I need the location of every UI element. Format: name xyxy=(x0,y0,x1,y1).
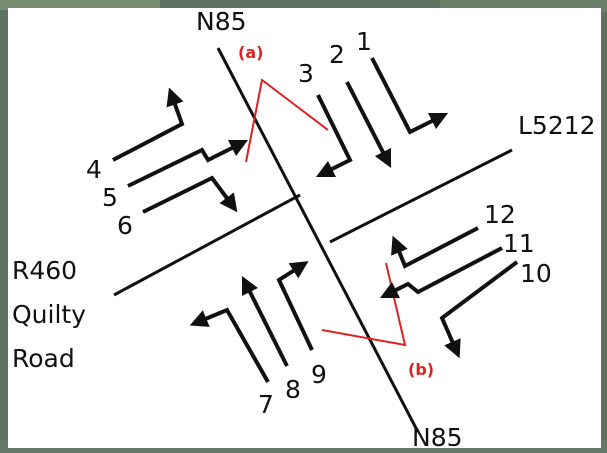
movement-9-arrow xyxy=(276,261,314,351)
movement-8-arrow xyxy=(241,275,289,367)
movement-2-label: 2 xyxy=(329,40,345,69)
movement-9-label: 9 xyxy=(311,360,327,389)
movement-7-arrow xyxy=(189,307,270,383)
road-label-west-line3: Road xyxy=(12,344,75,373)
movement-2-arrow xyxy=(345,81,392,169)
movement-4-arrow xyxy=(112,87,185,162)
movement-1-label: 1 xyxy=(356,27,372,56)
n85-road-line xyxy=(216,47,420,433)
movement-10-arrow xyxy=(439,260,519,359)
movement-6-label: 6 xyxy=(117,211,133,240)
marker-a-lines xyxy=(245,78,329,163)
movement-5-label: 5 xyxy=(102,183,118,212)
movement-3-arrow xyxy=(315,94,353,178)
r460-road-line xyxy=(113,193,301,297)
movement-12-label: 12 xyxy=(484,200,516,229)
movement-7-label: 7 xyxy=(258,390,274,419)
movement-12-arrow xyxy=(391,226,479,269)
movement-5-arrow xyxy=(127,139,249,188)
movement-4-label: 4 xyxy=(86,155,102,184)
movement-1-arrow xyxy=(370,57,449,135)
diagram-panel xyxy=(8,8,601,448)
movement-10-label: 10 xyxy=(520,259,552,288)
movement-11-label: 11 xyxy=(503,229,535,258)
movement-11-arrow xyxy=(379,246,503,299)
road-label-south: N85 xyxy=(412,423,463,452)
road-label-west-line2: Quilty xyxy=(12,300,86,329)
marker-b-label: (b) xyxy=(408,360,434,379)
movement-6-arrow xyxy=(142,175,238,214)
road-label-north: N85 xyxy=(196,7,247,36)
movement-8-label: 8 xyxy=(285,375,301,404)
l5212-road-line xyxy=(329,148,513,244)
marker-a-label: (a) xyxy=(238,43,263,62)
movement-3-label: 3 xyxy=(298,59,314,88)
road-label-west-line1: R460 xyxy=(12,256,77,285)
road-label-east: L5212 xyxy=(518,111,596,140)
